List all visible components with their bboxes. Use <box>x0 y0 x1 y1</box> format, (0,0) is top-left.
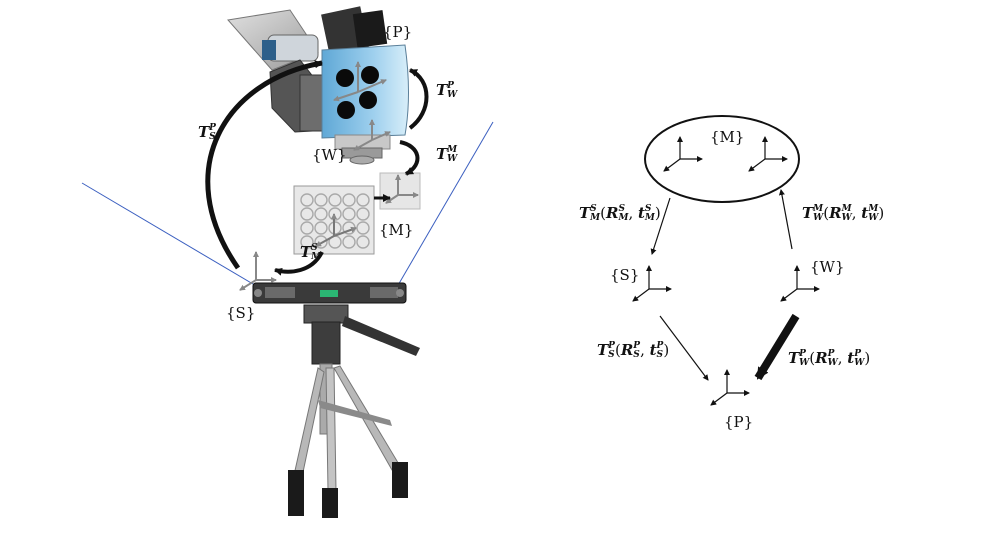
label-frame-S-graph: {S} <box>610 266 640 284</box>
edge-W-to-M <box>778 189 793 250</box>
optical-tracker <box>239 251 407 304</box>
fov-line-right <box>396 121 494 288</box>
label-frame-S-photo: {S} <box>226 304 256 322</box>
arrow-TWM <box>399 140 420 176</box>
marker-dot <box>337 101 355 119</box>
fov-line-left <box>81 182 259 288</box>
arrow-TSP <box>205 60 323 270</box>
edge-S-to-P <box>659 315 709 381</box>
label-frame-M-photo: {M} <box>379 221 414 239</box>
axes-M-right <box>748 136 788 172</box>
tool-body <box>321 44 409 165</box>
axes-M-left <box>663 136 703 172</box>
arrow-TMS <box>274 250 324 276</box>
marker-dot <box>361 66 379 84</box>
edge-M-to-S <box>650 197 671 255</box>
edge-W-to-P <box>754 313 800 381</box>
axes-S <box>632 265 672 302</box>
calibration-board <box>293 172 421 255</box>
axes-P <box>710 369 750 406</box>
arrow-TWP <box>408 68 429 130</box>
frame-M-ellipse <box>644 115 800 203</box>
tripod <box>288 304 420 518</box>
frame-graph <box>632 115 820 406</box>
label-frame-W-photo: {W} <box>312 146 347 164</box>
label-frame-M-graph: {M} <box>710 128 745 146</box>
marker-dot <box>359 91 377 109</box>
photo-scene <box>81 6 494 518</box>
label-frame-W-graph: {W} <box>810 258 845 276</box>
label-frame-P-graph: {P} <box>724 413 754 431</box>
label-frame-P-photo: {P} <box>383 23 413 41</box>
axes-W <box>780 265 820 302</box>
marker-dot <box>336 69 354 87</box>
